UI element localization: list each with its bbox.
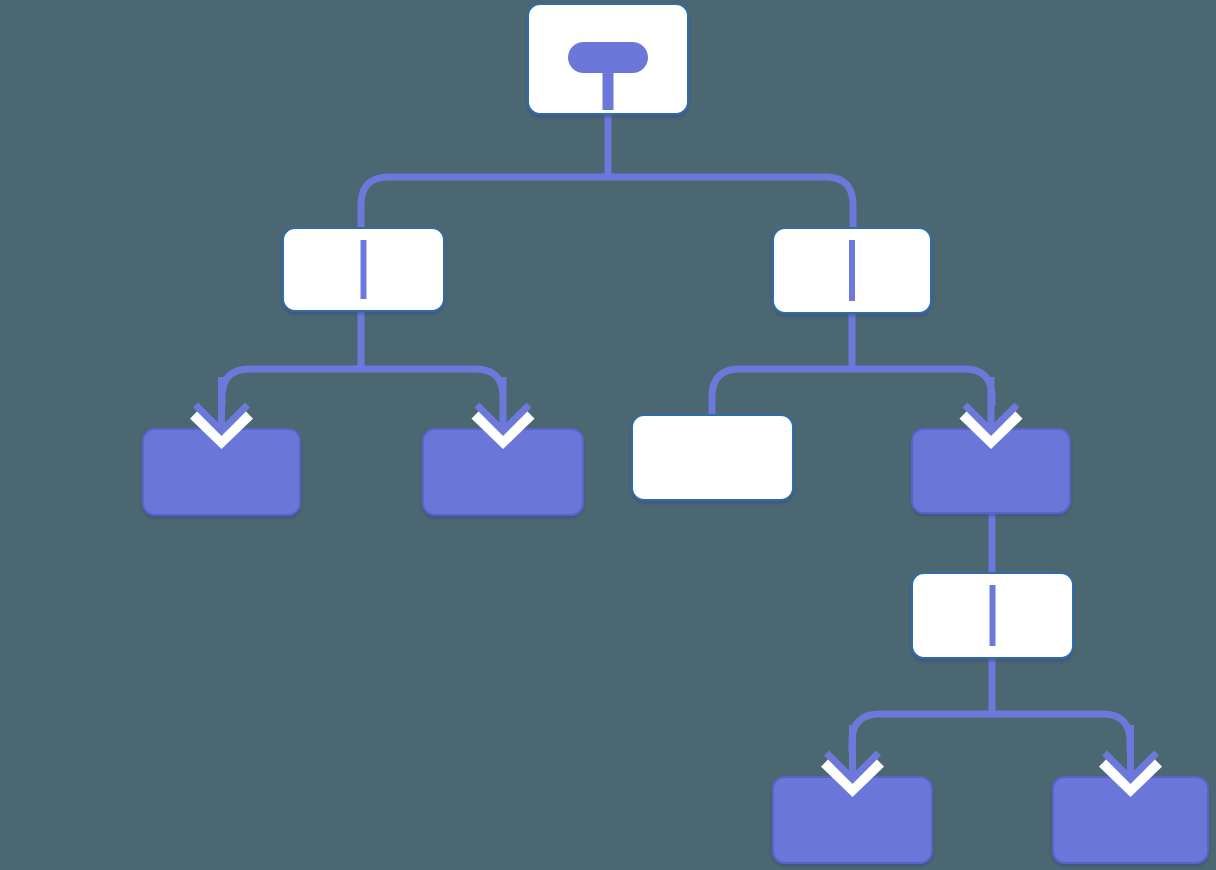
node-child-plain[interactable] bbox=[631, 414, 794, 501]
node-root[interactable] bbox=[527, 3, 689, 115]
arrow-purple-chevron bbox=[1102, 750, 1159, 784]
drop-arrow-icon bbox=[820, 725, 885, 798]
arrow-purple-chevron bbox=[193, 402, 250, 436]
arrow-purple-chevron bbox=[824, 750, 881, 784]
arrow-white-chevron bbox=[471, 409, 535, 450]
arrow-white-chevron bbox=[820, 757, 885, 798]
root-topic-pill-icon bbox=[568, 42, 648, 73]
node-subgroup-right[interactable] bbox=[911, 377, 1071, 514]
edge-top-branch bbox=[357, 173, 857, 229]
pass-through-line-icon bbox=[989, 585, 996, 646]
pass-through-line-icon bbox=[360, 240, 367, 299]
root-topic-stem-icon bbox=[602, 73, 614, 110]
node-leaf-bottom-1[interactable] bbox=[772, 725, 933, 864]
node-leaf-bottom-2[interactable] bbox=[1052, 725, 1209, 864]
node-leaf-left-2[interactable] bbox=[422, 377, 584, 516]
pass-through-line-icon bbox=[849, 240, 855, 301]
arrow-purple-chevron bbox=[474, 402, 532, 436]
arrow-white-chevron bbox=[959, 409, 1023, 450]
arrow-white-chevron bbox=[1098, 757, 1163, 798]
node-group-bottom[interactable] bbox=[911, 572, 1074, 659]
drop-arrow-icon bbox=[189, 377, 254, 450]
node-group-left[interactable] bbox=[282, 227, 445, 312]
drop-arrow-icon bbox=[471, 377, 535, 450]
drop-arrow-icon bbox=[1098, 725, 1163, 798]
white-node-box bbox=[631, 414, 794, 501]
node-group-right[interactable] bbox=[772, 227, 932, 314]
node-leaf-left-1[interactable] bbox=[142, 377, 301, 516]
arrow-white-chevron bbox=[189, 409, 254, 450]
drop-arrow-icon bbox=[959, 377, 1023, 450]
arrow-purple-chevron bbox=[962, 402, 1020, 436]
